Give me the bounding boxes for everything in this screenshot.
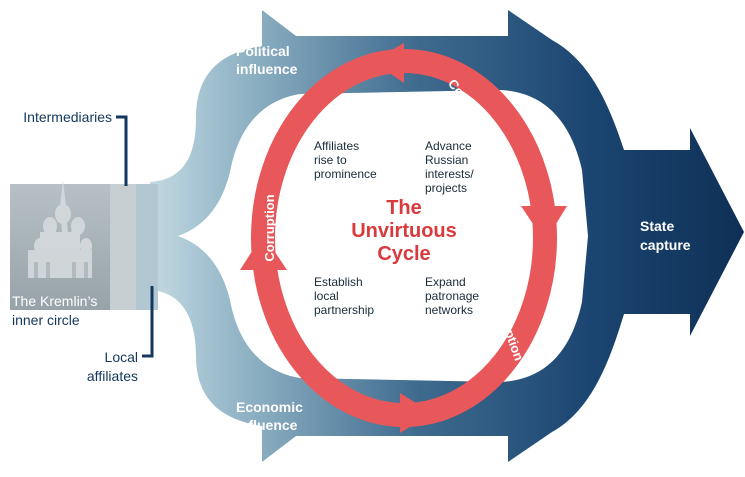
corruption-arrowhead-right — [521, 206, 567, 242]
state-capture-label: State — [640, 218, 674, 234]
kremlin-inner-circle-label: The Kremlin’s — [12, 293, 97, 309]
state-capture-label-2: capture — [640, 237, 691, 253]
economic-influence-label-2: influence — [236, 417, 298, 433]
corruption-arrowhead-bottom — [400, 393, 432, 433]
kremlin-inner-circle-label-2: inner circle — [12, 312, 80, 328]
cycle-title-line1: The — [386, 197, 422, 219]
svg-text:rise to: rise to — [314, 153, 347, 167]
political-influence-label: Political — [236, 43, 290, 59]
local-affiliates-label: Local — [105, 349, 138, 365]
cycle-title: The Unvirtuous Cycle — [351, 197, 457, 265]
step-establish-partnership: Establish local partnership — [314, 275, 374, 317]
intermediaries-connector — [116, 115, 128, 186]
svg-text:local: local — [314, 289, 339, 303]
corruption-arrowhead-top — [372, 43, 404, 83]
corruption-arrowhead-left — [240, 234, 287, 270]
local-affiliates-label-2: affiliates — [87, 368, 138, 384]
svg-text:Russian: Russian — [425, 153, 468, 167]
cycle-title-line3: Cycle — [377, 243, 430, 265]
svg-text:Advance: Advance — [425, 139, 472, 153]
step-advance-interests: Advance Russian interests/ projects — [425, 139, 474, 195]
svg-text:partnership: partnership — [314, 303, 374, 317]
cycle-title-line2: Unvirtuous — [351, 220, 457, 242]
local-affiliates-connector — [142, 286, 154, 358]
intermediaries-band — [110, 184, 136, 310]
affiliates-band — [136, 184, 158, 310]
svg-text:networks: networks — [425, 303, 473, 317]
svg-text:Affiliates: Affiliates — [314, 139, 359, 153]
corruption-label-left: Corruption — [262, 194, 277, 261]
step-affiliates-rise: Affiliates rise to prominence — [314, 139, 377, 181]
svg-text:Expand: Expand — [425, 275, 466, 289]
kremlin-image — [10, 180, 158, 310]
step-expand-networks: Expand patronage networks — [425, 275, 479, 317]
economic-influence-label: Economic — [236, 399, 303, 415]
political-influence-label-2: influence — [236, 61, 298, 77]
svg-text:Establish: Establish — [314, 275, 363, 289]
svg-text:projects: projects — [425, 181, 467, 195]
st-basils-cathedral-icon — [28, 180, 92, 278]
svg-text:interests/: interests/ — [425, 167, 474, 181]
intermediaries-label: Intermediaries — [23, 109, 112, 125]
corruption-ring — [240, 43, 567, 433]
svg-text:prominence: prominence — [314, 167, 377, 181]
svg-text:patronage: patronage — [425, 289, 479, 303]
